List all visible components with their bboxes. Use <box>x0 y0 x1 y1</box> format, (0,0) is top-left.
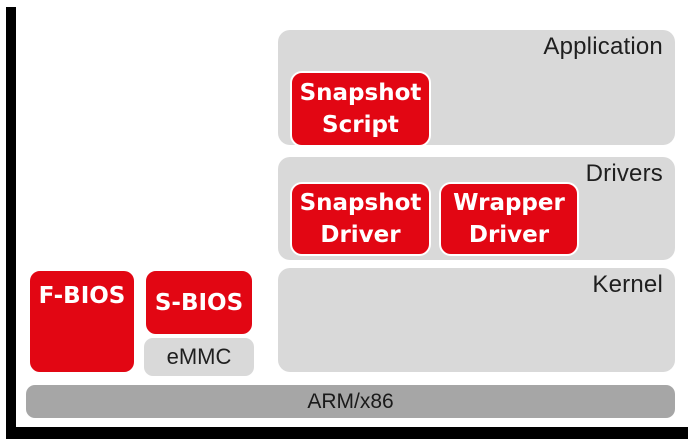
box-snapshot-driver: Snapshot Driver <box>290 182 431 256</box>
wrapper-driver-label-line2: Driver <box>468 222 550 248</box>
band-kernel: Kernel <box>278 268 675 372</box>
emmc-label: eMMC <box>166 344 232 369</box>
snapshot-script-label-line2: Script <box>322 112 399 138</box>
bottom-frame-bar <box>6 427 688 439</box>
left-frame-bar <box>6 7 16 439</box>
box-s-bios: S-BIOS <box>144 269 254 336</box>
band-drivers-label: Drivers <box>585 160 663 187</box>
s-bios-label: S-BIOS <box>154 289 244 316</box>
snapshot-script-label-line1: Snapshot <box>299 79 422 106</box>
wrapper-driver-label-line1: Wrapper <box>453 189 565 216</box>
band-application-label: Application <box>543 33 663 60</box>
snapshot-driver-label-line1: Snapshot <box>299 189 422 216</box>
box-wrapper-driver: Wrapper Driver <box>439 182 579 256</box>
snapshot-driver-label-line2: Driver <box>320 222 401 248</box>
f-bios-label: F-BIOS <box>38 283 126 309</box>
hardware-bar-label: ARM/x86 <box>307 389 394 413</box>
hardware-bar: ARM/x86 <box>26 385 675 418</box>
box-f-bios: F-BIOS <box>28 269 136 374</box>
box-emmc: eMMC <box>144 338 254 376</box>
band-kernel-label: Kernel <box>592 271 663 298</box>
box-snapshot-script: Snapshot Script <box>290 71 431 147</box>
